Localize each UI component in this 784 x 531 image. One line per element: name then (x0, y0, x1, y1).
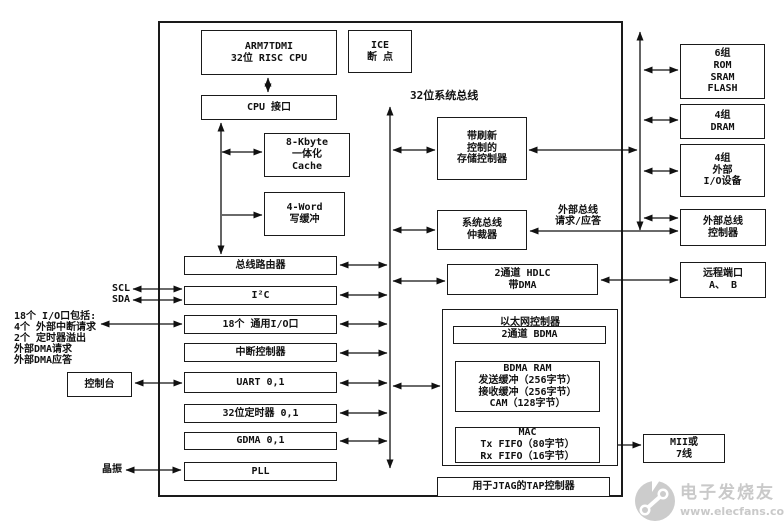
block-rom-sram-flash: 6组 ROM SRAM FLASH (680, 44, 765, 99)
block-bus-router: 总线路由器 (184, 256, 337, 275)
block-hdlc: 2通道 HDLC 带DMA (447, 264, 598, 295)
block-bus-arbiter: 系统总线 仲裁器 (437, 210, 527, 250)
sda-label: SDA (111, 294, 130, 305)
elecfans-logo-icon (635, 478, 675, 521)
block-cpu-interface: CPU 接口 (201, 95, 337, 120)
block-cache: 8-Kbyte 一体化 Cache (264, 133, 350, 177)
ethernet-controller-title: 以太网控制器 (500, 317, 560, 328)
io-description-label: 18个 I/O口包括: 4个 外部中断请求 2个 定时器溢出 外部DMA请求 外… (14, 311, 97, 366)
chip-boundary (158, 21, 623, 497)
block-bdma: 2通道 BDMA (453, 326, 606, 344)
watermark: 电子发烧友 www.elecfans.com (632, 476, 784, 526)
block-ice-breakpoint: ICE 断 点 (348, 30, 412, 73)
block-mac: MAC Tx FIFO（80字节） Rx FIFO（16字节） (455, 427, 600, 463)
system-bus-label: 32位系统总线 (410, 89, 479, 102)
ext-bus-req-label: 外部总线 请求/应答 (554, 205, 602, 228)
block-arm7tdmi-cpu: ARM7TDMI 32位 RISC CPU (201, 30, 337, 75)
scl-label: SCL (111, 283, 130, 294)
block-mii: MII或 7线 (643, 434, 725, 463)
watermark-url: www.elecfans.com (680, 505, 784, 518)
block-dram: 4组 DRAM (680, 104, 765, 139)
block-bdma-ram: BDMA RAM 发送缓冲（256字节） 接收缓冲（256字节） CAM（128… (455, 361, 600, 412)
block-remote-port: 远程端口 A、 B (680, 262, 766, 298)
watermark-name: 电子发烧友 (680, 483, 775, 503)
block-gpio: 18个 通用I/O口 (184, 315, 337, 334)
block-uart: UART 0,1 (184, 372, 337, 393)
block-memory-controller: 带刷新 控制的 存储控制器 (437, 117, 527, 180)
block-tap-controller: 用于JTAG的TAP控制器 (437, 477, 610, 497)
block-pll: PLL (184, 462, 337, 481)
block-ext-bus-controller: 外部总线 控制器 (680, 209, 766, 246)
arrows (100, 31, 679, 474)
block-timer: 32位定时器 0,1 (184, 404, 337, 423)
block-interrupt-controller: 中断控制器 (184, 343, 337, 362)
block-ext-io: 4组 外部 I/O设备 (680, 144, 765, 197)
block-write-buffer: 4-Word 写缓冲 (264, 192, 345, 236)
block-console: 控制台 (67, 372, 132, 397)
block-i2c: I²C (184, 286, 337, 305)
block-gdma: GDMA 0,1 (184, 432, 337, 450)
xtal-label: 晶振 (102, 464, 122, 475)
